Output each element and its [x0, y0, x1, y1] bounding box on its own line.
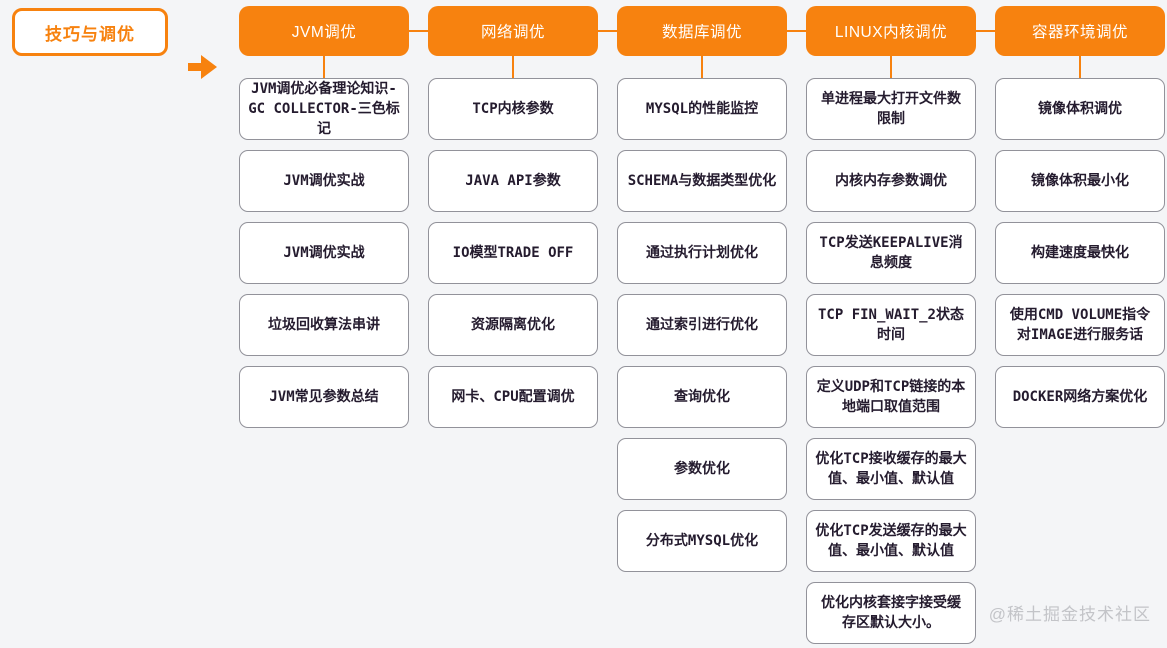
- branch-header[interactable]: 网络调优: [409, 6, 598, 56]
- branch-connector-line: [323, 56, 325, 78]
- topic-node[interactable]: 优化内核套接字接受缓存区默认大小。: [806, 582, 976, 644]
- topic-node[interactable]: 优化TCP接收缓存的最大值、最小值、默认值: [806, 438, 976, 500]
- topic-node[interactable]: JAVA API参数: [428, 150, 598, 212]
- topic-node[interactable]: 定义UDP和TCP链接的本地端口取值范围: [806, 366, 976, 428]
- watermark: @稀土掘金技术社区: [988, 605, 1151, 624]
- topic-node[interactable]: 构建速度最快化: [995, 222, 1165, 284]
- flow-arrow-icon: [188, 55, 217, 79]
- branch-connector-line: [512, 56, 514, 78]
- branch-connector-line: [890, 56, 892, 78]
- topic-node[interactable]: JVM常见参数总结: [239, 366, 409, 428]
- branch-items: JVM调优必备理论知识-GC COLLECTOR-三色标记 JVM调优实战 JVM调…: [239, 78, 409, 428]
- header-connector-line: [409, 30, 428, 32]
- branch-connector-line: [1079, 56, 1081, 78]
- topic-node[interactable]: 通过索引进行优化: [617, 294, 787, 356]
- topic-node[interactable]: SCHEMA与数据类型优化: [617, 150, 787, 212]
- topic-node[interactable]: 优化TCP发送缓存的最大值、最小值、默认值: [806, 510, 976, 572]
- topic-node[interactable]: 资源隔离优化: [428, 294, 598, 356]
- branch-header[interactable]: 数据库调优: [598, 6, 787, 56]
- branch-header-label: JVM调优: [291, 24, 357, 41]
- branch-column: 容器环境调优 镜像体积调优镜像体积最小化构建速度最快化使用CMD VOLUME指…: [976, 6, 1165, 644]
- branch-column: LINUX内核调优 单进程最大打开文件数限制内核内存参数调优 TCP发送KEEPA…: [787, 6, 976, 644]
- topic-node[interactable]: 使用CMD VOLUME指令对IMAGE进行服务话: [995, 294, 1165, 356]
- topic-node[interactable]: JVM调优必备理论知识-GC COLLECTOR-三色标记: [239, 78, 409, 140]
- branch-header[interactable]: 容器环境调优: [976, 6, 1165, 56]
- topic-node[interactable]: 镜像体积调优: [995, 78, 1165, 140]
- topic-node[interactable]: 通过执行计划优化: [617, 222, 787, 284]
- branch-items: MYSQL的性能监控 SCHEMA与数据类型优化通过执行计划优化通过索引进行优化查…: [617, 78, 787, 572]
- topic-node[interactable]: 分布式MYSQL优化: [617, 510, 787, 572]
- branch-items: 镜像体积调优镜像体积最小化构建速度最快化使用CMD VOLUME指令对IMAGE…: [995, 78, 1165, 428]
- branch-connector-line: [701, 56, 703, 78]
- root-node[interactable]: 技巧与调优: [12, 8, 168, 56]
- topic-node[interactable]: 单进程最大打开文件数限制: [806, 78, 976, 140]
- topic-node[interactable]: 镜像体积最小化: [995, 150, 1165, 212]
- branch-column: 数据库调优 MYSQL的性能监控 SCHEMA与数据类型优化通过执行计划优化通过索…: [598, 6, 787, 644]
- topic-node[interactable]: 网卡、CPU配置调优: [428, 366, 598, 428]
- topic-node[interactable]: TCP内核参数: [428, 78, 598, 140]
- branch-header[interactable]: LINUX内核调优: [787, 6, 976, 56]
- topic-node[interactable]: 查询优化: [617, 366, 787, 428]
- topic-node[interactable]: TCP发送KEEPALIVE消息频度: [806, 222, 976, 284]
- header-connector-line: [598, 30, 617, 32]
- header-connector-line: [976, 30, 995, 32]
- topic-node[interactable]: IO模型TRADE OFF: [428, 222, 598, 284]
- topic-node[interactable]: TCP FIN_WAIT_2状态时间: [806, 294, 976, 356]
- branch-header-label: 网络调优: [480, 24, 545, 41]
- branch-header-label: 容器环境调优: [1031, 24, 1128, 41]
- branch-header-label: LINUX内核调优: [834, 24, 948, 41]
- root-node-label: 技巧与调优: [45, 24, 135, 45]
- topic-node[interactable]: JVM调优实战: [239, 222, 409, 284]
- branch-items: 单进程最大打开文件数限制内核内存参数调优 TCP发送KEEPALIVE消息频度 TC…: [806, 78, 976, 644]
- branch-header[interactable]: JVM调优: [239, 6, 409, 56]
- header-connector-line: [787, 30, 806, 32]
- branch-header-label: 数据库调优: [661, 24, 742, 41]
- topic-node[interactable]: 参数优化: [617, 438, 787, 500]
- topic-node[interactable]: JVM调优实战: [239, 150, 409, 212]
- branch-items: TCP内核参数 JAVA API参数 IO模型TRADE OFF 资源隔离优化网卡、C…: [428, 78, 598, 428]
- topic-node[interactable]: MYSQL的性能监控: [617, 78, 787, 140]
- topic-node[interactable]: 内核内存参数调优: [806, 150, 976, 212]
- topic-node[interactable]: 垃圾回收算法串讲: [239, 294, 409, 356]
- topic-node[interactable]: DOCKER网络方案优化: [995, 366, 1165, 428]
- branch-column: 网络调优 TCP内核参数 JAVA API参数 IO模型TRADE OFF 资源隔离优…: [409, 6, 598, 644]
